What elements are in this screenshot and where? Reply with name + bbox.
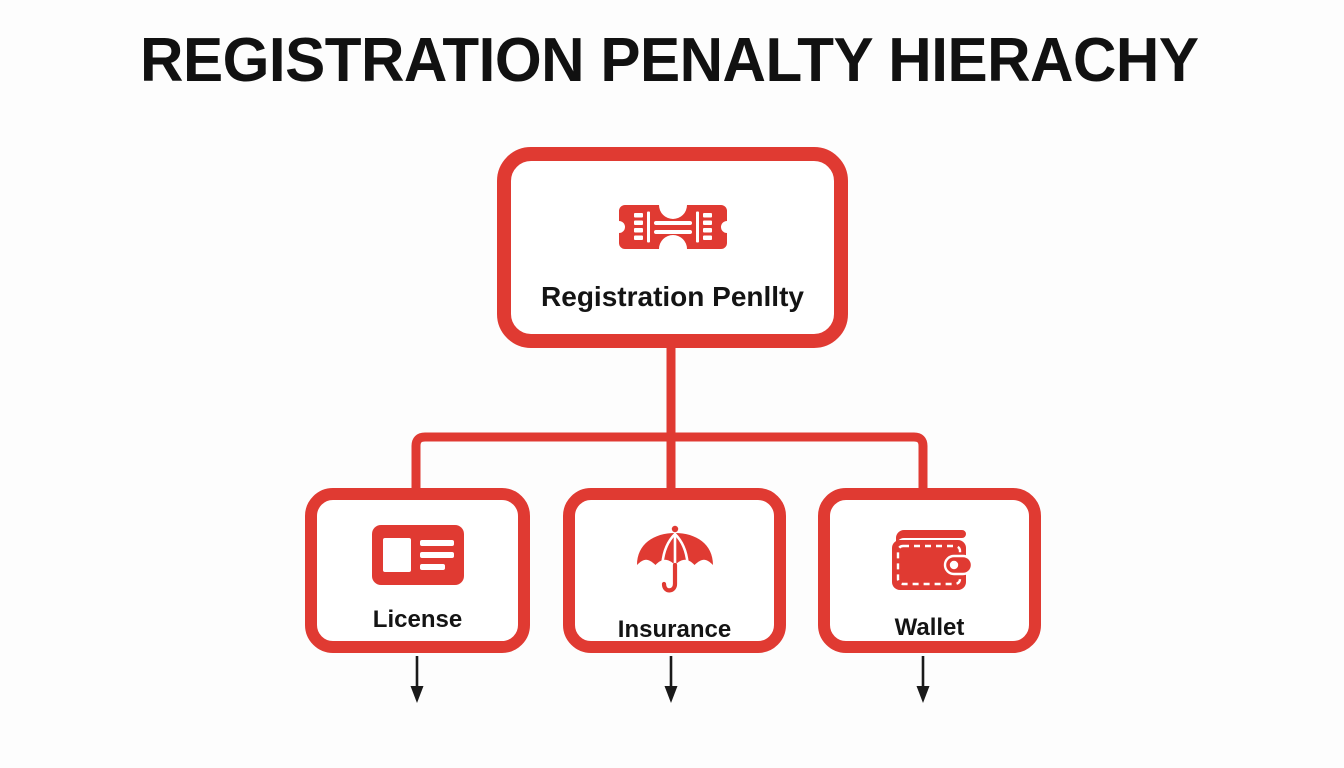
node-child-insurance[interactable]: Insurance <box>563 488 786 653</box>
connector-bus <box>411 432 928 488</box>
node-root-registration-penalty[interactable]: Registration Penllty <box>497 147 848 348</box>
wallet-icon <box>882 522 978 596</box>
node-child-license[interactable]: License <box>305 488 530 653</box>
node-root-label: Registration Penllty <box>541 281 804 312</box>
node-child-wallet[interactable]: Wallet <box>818 488 1041 653</box>
id-card-icon <box>370 522 466 588</box>
node-child-label: Wallet <box>894 614 965 641</box>
page-title: REGISTRATION PENALTY HIERACHY <box>140 26 1199 95</box>
umbrella-icon <box>633 522 717 598</box>
outflow-arrow-insurance <box>664 656 678 703</box>
outflow-arrow-license <box>410 656 424 703</box>
outflow-arrow-wallet <box>916 656 930 703</box>
node-child-label: License <box>372 606 463 633</box>
node-child-label: Insurance <box>617 616 732 643</box>
ticket-icon <box>618 199 727 255</box>
